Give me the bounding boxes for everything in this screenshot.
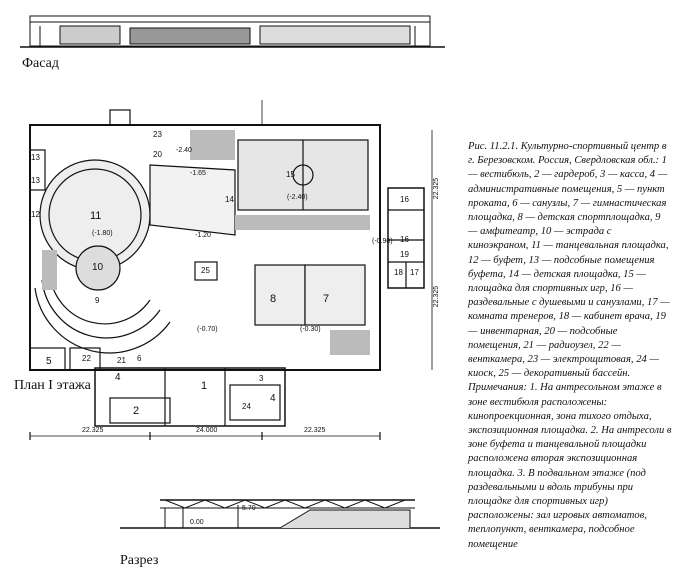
section-elevation: 5.70 [242,505,256,512]
figure-caption: Рис. 11.2.1. Культурно-спортивный центр … [468,140,672,552]
room-number: 7 [323,293,330,305]
room-number: 15 [286,170,295,179]
elevation-mark: (-2.40) [287,194,308,201]
elevation-mark: -2.40 [176,147,192,154]
plan-label: План I этажа [14,378,91,393]
caption-notes: Примечания: 1. На антресольном этаже в з… [468,382,672,550]
caption-legend: Рис. 11.2.1. Культурно-спортивный центр … [468,141,670,380]
room-number: 17 [410,268,419,277]
room-number: 22 [82,354,91,363]
room-number: 24 [242,402,251,411]
elevation-mark: (-0.90) [372,238,393,245]
elevation-mark: -1.65 [190,170,206,177]
elevation-mark: -1.20 [195,232,211,239]
room-number: 1 [201,380,208,392]
elevation-mark: (-0.70) [197,326,218,333]
elevation-mark: (-1.80) [92,230,113,237]
elevation-mark: (-0.30) [300,326,321,333]
room-number: 23 [153,130,162,139]
section-elevation: 0.00 [190,519,204,526]
room-number: 4 [270,393,276,404]
room-number: 13 [31,153,40,162]
room-number: 4 [115,372,121,383]
dimension-middle: 24.000 [196,427,218,434]
room-number: 11 [90,210,102,222]
section-label: Разрез [120,553,159,568]
room-number: 12 [31,210,40,219]
room-number: 16 [400,195,409,204]
room-number: 9 [95,296,100,305]
room-number: 2 [133,405,140,417]
dimension-left: 22.325 [82,427,104,434]
room-number: 14 [225,195,234,204]
facade-label: Фасад [22,56,59,71]
room-number: 20 [153,150,162,159]
room-number: 5 [46,356,52,367]
room-number: 10 [92,262,104,273]
room-number: 6 [137,354,142,363]
dimension-right: 22.325 [304,427,326,434]
room-number: 21 [117,356,126,365]
room-number: 16 [400,235,409,244]
room-number: 19 [400,250,409,259]
room-number: 3 [259,374,264,383]
room-number: 13 [31,176,40,185]
room-number: 25 [201,266,210,275]
room-number: 18 [394,268,403,277]
room-number: 8 [270,293,277,305]
